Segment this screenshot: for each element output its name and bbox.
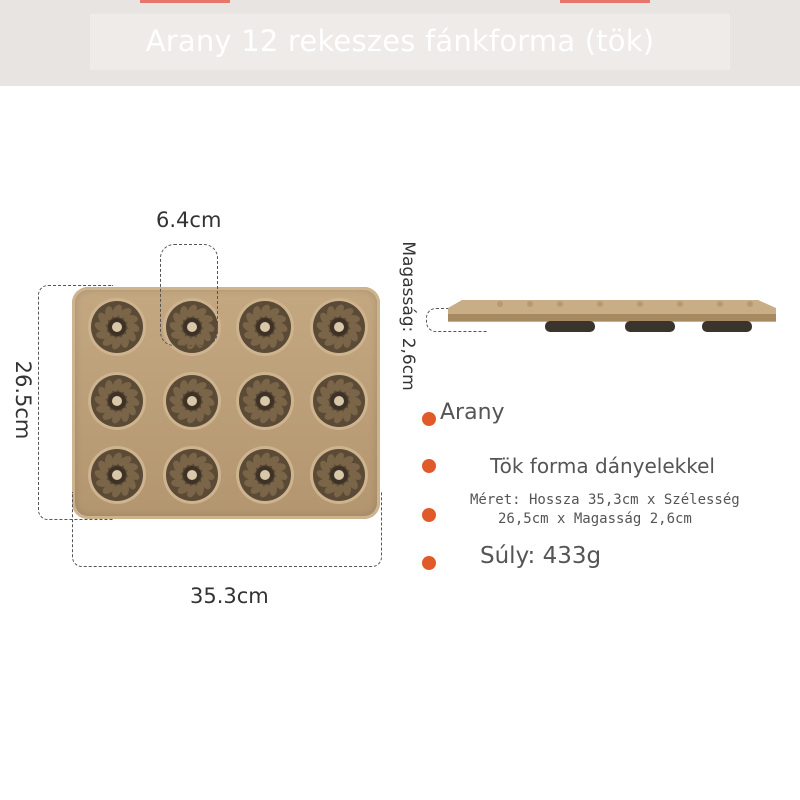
- donut-tray-side-view: [448, 300, 776, 332]
- header-panel: [90, 14, 730, 70]
- tray-length-label: 35.3cm: [190, 584, 269, 608]
- spec-shape: Tök forma dányelekkel: [490, 454, 715, 478]
- spec-size-line1: Méret: Hossza 35,3cm x Szélesség: [470, 492, 740, 508]
- spec-weight: Súly: 433g: [480, 543, 602, 569]
- donut-cavity: [310, 298, 368, 356]
- spec-bullet-2: [422, 459, 436, 473]
- tray-width-label: 26.5cm: [11, 360, 35, 440]
- spec-bullet-1: [422, 412, 436, 426]
- cavity-width-label: 6.4cm: [156, 208, 222, 232]
- donut-cavity: [236, 372, 294, 430]
- donut-cavity: [88, 372, 146, 430]
- spec-size-line2: 26,5cm x Magasság 2,6cm: [498, 511, 692, 527]
- cavity-width-guide: [160, 244, 218, 346]
- donut-cavity: [88, 298, 146, 356]
- donut-tray-top-view: [72, 287, 380, 519]
- donut-cavity: [236, 298, 294, 356]
- donut-cavity: [236, 446, 294, 504]
- height-label: Magasság: 2,6cm: [398, 241, 418, 391]
- donut-cavity: [163, 446, 221, 504]
- page-title: Arany 12 rekeszes fánkforma (tök): [145, 24, 655, 58]
- tray-width-guide: [38, 285, 113, 520]
- header-accent-left: [140, 0, 230, 3]
- header-accent-right: [560, 0, 650, 3]
- tray-length-guide: [72, 492, 382, 567]
- donut-cavity: [310, 372, 368, 430]
- donut-cavity: [310, 446, 368, 504]
- donut-cavity: [163, 372, 221, 430]
- spec-bullet-4: [422, 556, 436, 570]
- donut-cavity: [88, 446, 146, 504]
- spec-bullet-3: [422, 508, 436, 522]
- header-banner: Arany 12 rekeszes fánkforma (tök): [0, 0, 800, 86]
- spec-color: Arany: [440, 400, 505, 425]
